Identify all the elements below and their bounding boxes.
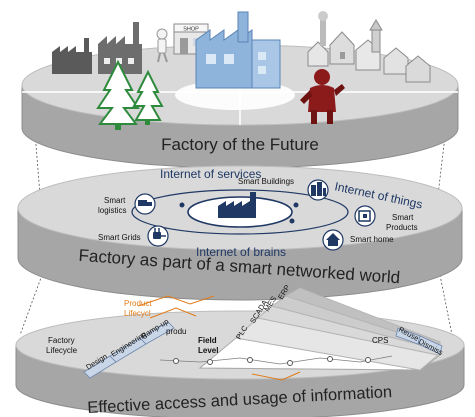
cps-label: CPS [372, 336, 388, 345]
top-layer-title: Factory of the Future [161, 135, 319, 154]
production-label: produ [166, 327, 186, 336]
smart-logistics-label-1: Smart [104, 196, 126, 205]
village-houses-icon [307, 11, 431, 83]
field-level-label-1: Field [198, 336, 217, 345]
bottom-layer: PLC SCADA MES ERP Field Level Design Eng… [15, 283, 465, 417]
smart-products-label-2: Products [386, 223, 418, 232]
network-ring [131, 189, 349, 235]
connector-left-bottom [19, 274, 43, 336]
worker-figure-icon [156, 28, 168, 63]
smart-home-label: Smart home [350, 235, 394, 244]
shop-sign-label: SHOP [183, 27, 199, 33]
smart-logistics-label-2: logistics [98, 206, 126, 215]
buildings-icon [307, 179, 329, 201]
end-of-life-chevrons [395, 327, 443, 355]
internet-of-brains-label: Internet of brains [196, 245, 286, 259]
plug-icon [147, 225, 169, 247]
internet-of-services-label: Internet of services [160, 167, 261, 181]
central-factory-icon [218, 192, 256, 218]
smart-factory-icon [195, 11, 281, 89]
factory-lifecycle-label-1: Factory [48, 336, 75, 345]
top-layer: SHOP [21, 11, 459, 169]
middle-layer: Internet of services Internet of things … [17, 165, 463, 301]
smart-grids-label: Smart Grids [98, 233, 141, 242]
truck-icon [134, 193, 156, 215]
factory-lifecycle-label-2: Lifecycle [46, 346, 78, 355]
field-nodes [159, 355, 393, 366]
product-box-icon [354, 205, 376, 227]
connector-right-bottom [439, 274, 453, 336]
product-lifecycle-label-1: Product [124, 299, 152, 308]
factory-lifecycle-chevrons [83, 321, 175, 379]
smart-products-label-1: Smart [392, 213, 414, 222]
product-lifecycle-label-2: Lifecycl [124, 309, 151, 318]
smart-buildings-label: Smart Buildings [238, 177, 294, 186]
robot-figure-icon [300, 69, 345, 124]
product-lifecycle-path [137, 295, 301, 381]
old-factory-icon [52, 22, 142, 74]
home-icon [322, 229, 344, 251]
field-level-label-2: Level [198, 346, 218, 355]
trees-icon [96, 59, 164, 130]
